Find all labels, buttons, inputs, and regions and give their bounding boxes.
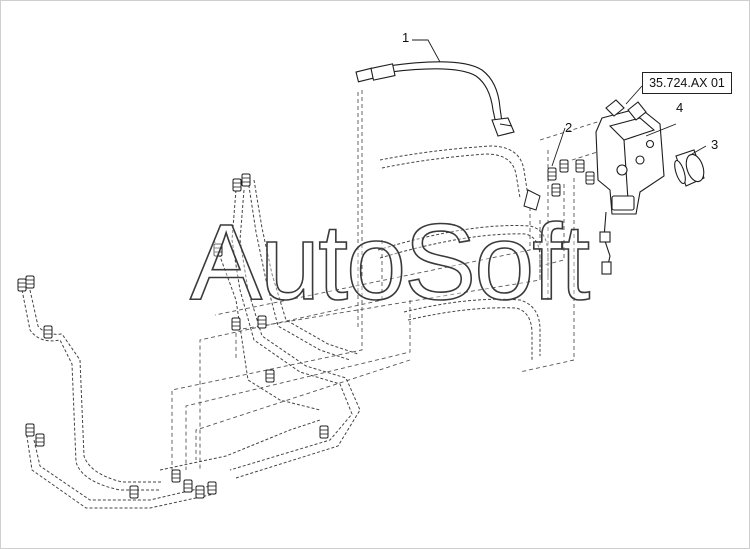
callout-3[interactable]: 3 bbox=[711, 137, 719, 152]
callout-2[interactable]: 2 bbox=[565, 120, 573, 135]
plug-3 bbox=[674, 149, 705, 187]
reference-label-link[interactable]: 35.724.AX 01 bbox=[642, 72, 732, 94]
leader-lines bbox=[412, 39, 707, 167]
fittings-2 bbox=[523, 159, 595, 211]
hose-1 bbox=[355, 61, 515, 137]
hose-bundle-left bbox=[21, 179, 361, 509]
callout-4[interactable]: 4 bbox=[676, 100, 684, 115]
callout-1[interactable]: 1 bbox=[402, 30, 410, 45]
hose-upper-dashed bbox=[377, 145, 549, 360]
dashed-routing-lines bbox=[171, 90, 611, 470]
control-valve-4 bbox=[595, 99, 665, 275]
left-fittings bbox=[17, 173, 329, 499]
